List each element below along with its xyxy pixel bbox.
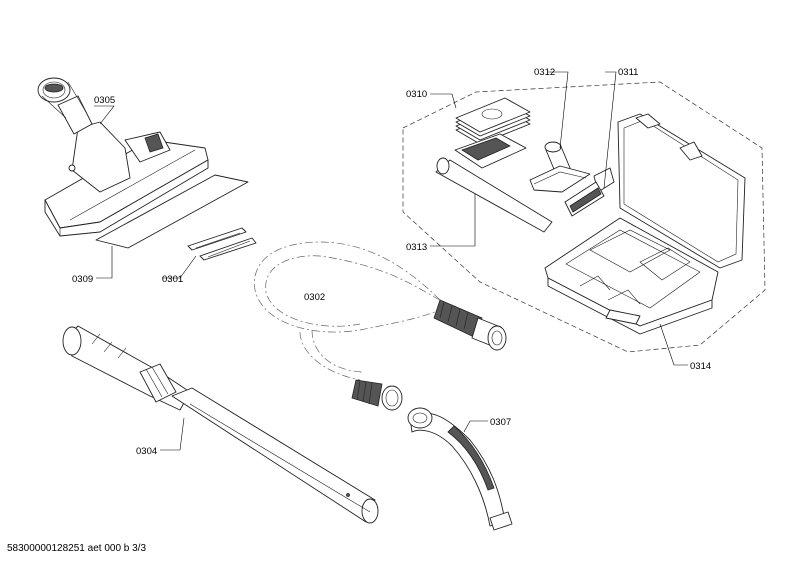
label-0309: 0309 <box>72 274 93 285</box>
accessory-set-outline <box>402 81 766 353</box>
label-0310: 0310 <box>406 89 427 100</box>
document-reference: 58300000128251 aet 000 b 3/3 <box>7 543 147 554</box>
hose-part <box>254 241 507 411</box>
dusting-brush-part <box>564 167 615 217</box>
label-0313: 0313 <box>406 242 427 253</box>
floor-nozzle-part <box>37 77 209 237</box>
label-0307: 0307 <box>490 417 511 428</box>
label-0301: 0301 <box>162 274 183 285</box>
label-0302: 0302 <box>304 292 325 303</box>
strip-part <box>95 174 249 249</box>
upholstery-nozzle-part <box>529 141 591 193</box>
telescopic-tube-part <box>62 325 379 524</box>
label-0305: 0305 <box>94 95 115 106</box>
label-0314: 0314 <box>690 361 711 372</box>
label-0312: 0312 <box>534 67 555 78</box>
leader-lines <box>94 71 688 451</box>
label-0304: 0304 <box>136 446 157 457</box>
brush-strips-part <box>187 227 257 261</box>
handle-part <box>407 407 513 531</box>
dust-bags-part <box>454 97 531 169</box>
label-0311: 0311 <box>618 67 638 78</box>
accessory-case-part <box>544 113 746 335</box>
crevice-tool-part <box>435 157 553 233</box>
